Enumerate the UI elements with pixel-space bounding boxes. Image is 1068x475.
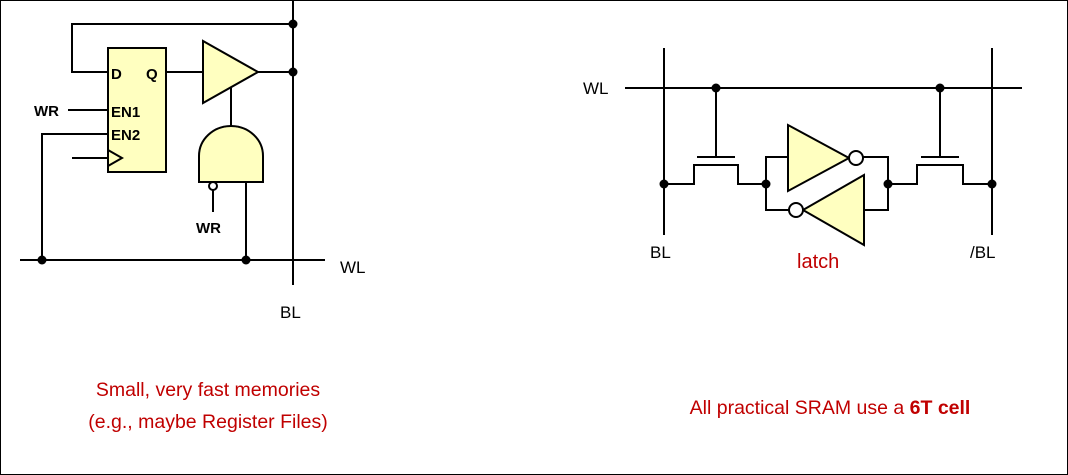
junction-dot bbox=[37, 255, 47, 265]
pin-en2-label: EN2 bbox=[111, 127, 140, 144]
feedback-wire bbox=[71, 23, 293, 73]
left-caption-line1: Small, very fast memories bbox=[95, 379, 321, 401]
access-transistor-right bbox=[888, 164, 992, 185]
junction-dot bbox=[935, 83, 945, 93]
inverter-top-bubble bbox=[848, 150, 864, 166]
wr-input-label: WR bbox=[34, 103, 59, 120]
junction-dot bbox=[288, 19, 298, 29]
en2-wire bbox=[41, 133, 108, 260]
register-cell-diagram bbox=[20, 0, 325, 285]
left-caption: Small, very fast memories (e.g., maybe R… bbox=[20, 374, 396, 438]
inverter-bottom bbox=[800, 173, 865, 247]
inverter-bottom-bubble bbox=[788, 202, 804, 218]
junction-dot bbox=[987, 179, 997, 189]
access-transistor-left bbox=[664, 164, 766, 185]
left-junctions bbox=[37, 19, 298, 265]
and-gate bbox=[198, 125, 264, 183]
inverter-bubble bbox=[208, 181, 218, 191]
latch-wire-bl bbox=[765, 184, 789, 211]
junction-dot bbox=[761, 179, 771, 189]
junction-dot bbox=[288, 67, 298, 77]
junction-dot bbox=[659, 179, 669, 189]
blbar-label-right: /BL bbox=[970, 243, 996, 262]
latch-wire-tl bbox=[765, 156, 788, 184]
junction-dot bbox=[883, 179, 893, 189]
latch-label: latch bbox=[797, 251, 839, 273]
junction-dot bbox=[241, 255, 251, 265]
right-junctions bbox=[659, 83, 997, 189]
pin-q-label: Q bbox=[146, 66, 158, 83]
junction-dot bbox=[711, 83, 721, 93]
pin-en1-label: EN1 bbox=[111, 104, 140, 121]
bl-label-right: BL bbox=[650, 243, 671, 262]
right-caption-bold: 6T cell bbox=[909, 397, 971, 419]
flip-flop bbox=[107, 47, 167, 173]
wl-label-right: WL bbox=[583, 79, 609, 98]
tristate-buffer bbox=[202, 39, 261, 105]
inverter-top bbox=[787, 123, 852, 193]
clock-symbol bbox=[107, 149, 125, 167]
right-caption: All practical SRAM use a 6T cell bbox=[600, 392, 1060, 424]
right-caption-text: All practical SRAM use a bbox=[689, 397, 910, 419]
pin-d-label: D bbox=[111, 66, 122, 83]
sram-6t-cell-diagram bbox=[625, 48, 1022, 247]
bl-label-left: BL bbox=[280, 303, 301, 322]
left-caption-line2: (e.g., maybe Register Files) bbox=[88, 411, 328, 433]
wl-label-left: WL bbox=[340, 258, 366, 277]
wr-gate-label: WR bbox=[196, 220, 221, 237]
